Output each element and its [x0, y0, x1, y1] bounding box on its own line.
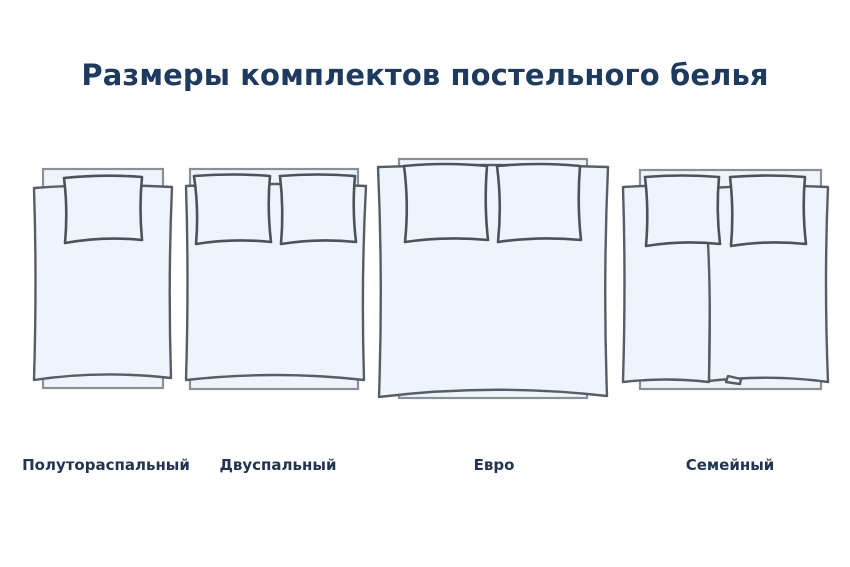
- duvet-fold: [724, 374, 743, 386]
- label-dvuspalny: Двуспальный: [219, 456, 337, 474]
- pillow-icon: [192, 173, 273, 246]
- pillow-icon: [643, 174, 722, 248]
- label-semeyny: Семейный: [685, 456, 775, 474]
- pillow-icon: [402, 162, 490, 244]
- pillow-icon: [278, 173, 358, 246]
- bed-evro-illustration: [376, 157, 610, 400]
- pillow-icon: [495, 162, 583, 244]
- bed-polutoraspalny-illustration: [32, 167, 174, 390]
- label-polutoraspalny: Полуторaспальный: [22, 456, 190, 474]
- bed-dvuspalny-illustration: [184, 167, 368, 391]
- label-evro: Евро: [473, 456, 515, 474]
- bed-semeyny-illustration: [621, 168, 830, 391]
- page-title: Размеры комплектов постельного белья: [81, 58, 769, 92]
- pillow-icon: [62, 174, 144, 245]
- pillow-icon: [728, 174, 808, 248]
